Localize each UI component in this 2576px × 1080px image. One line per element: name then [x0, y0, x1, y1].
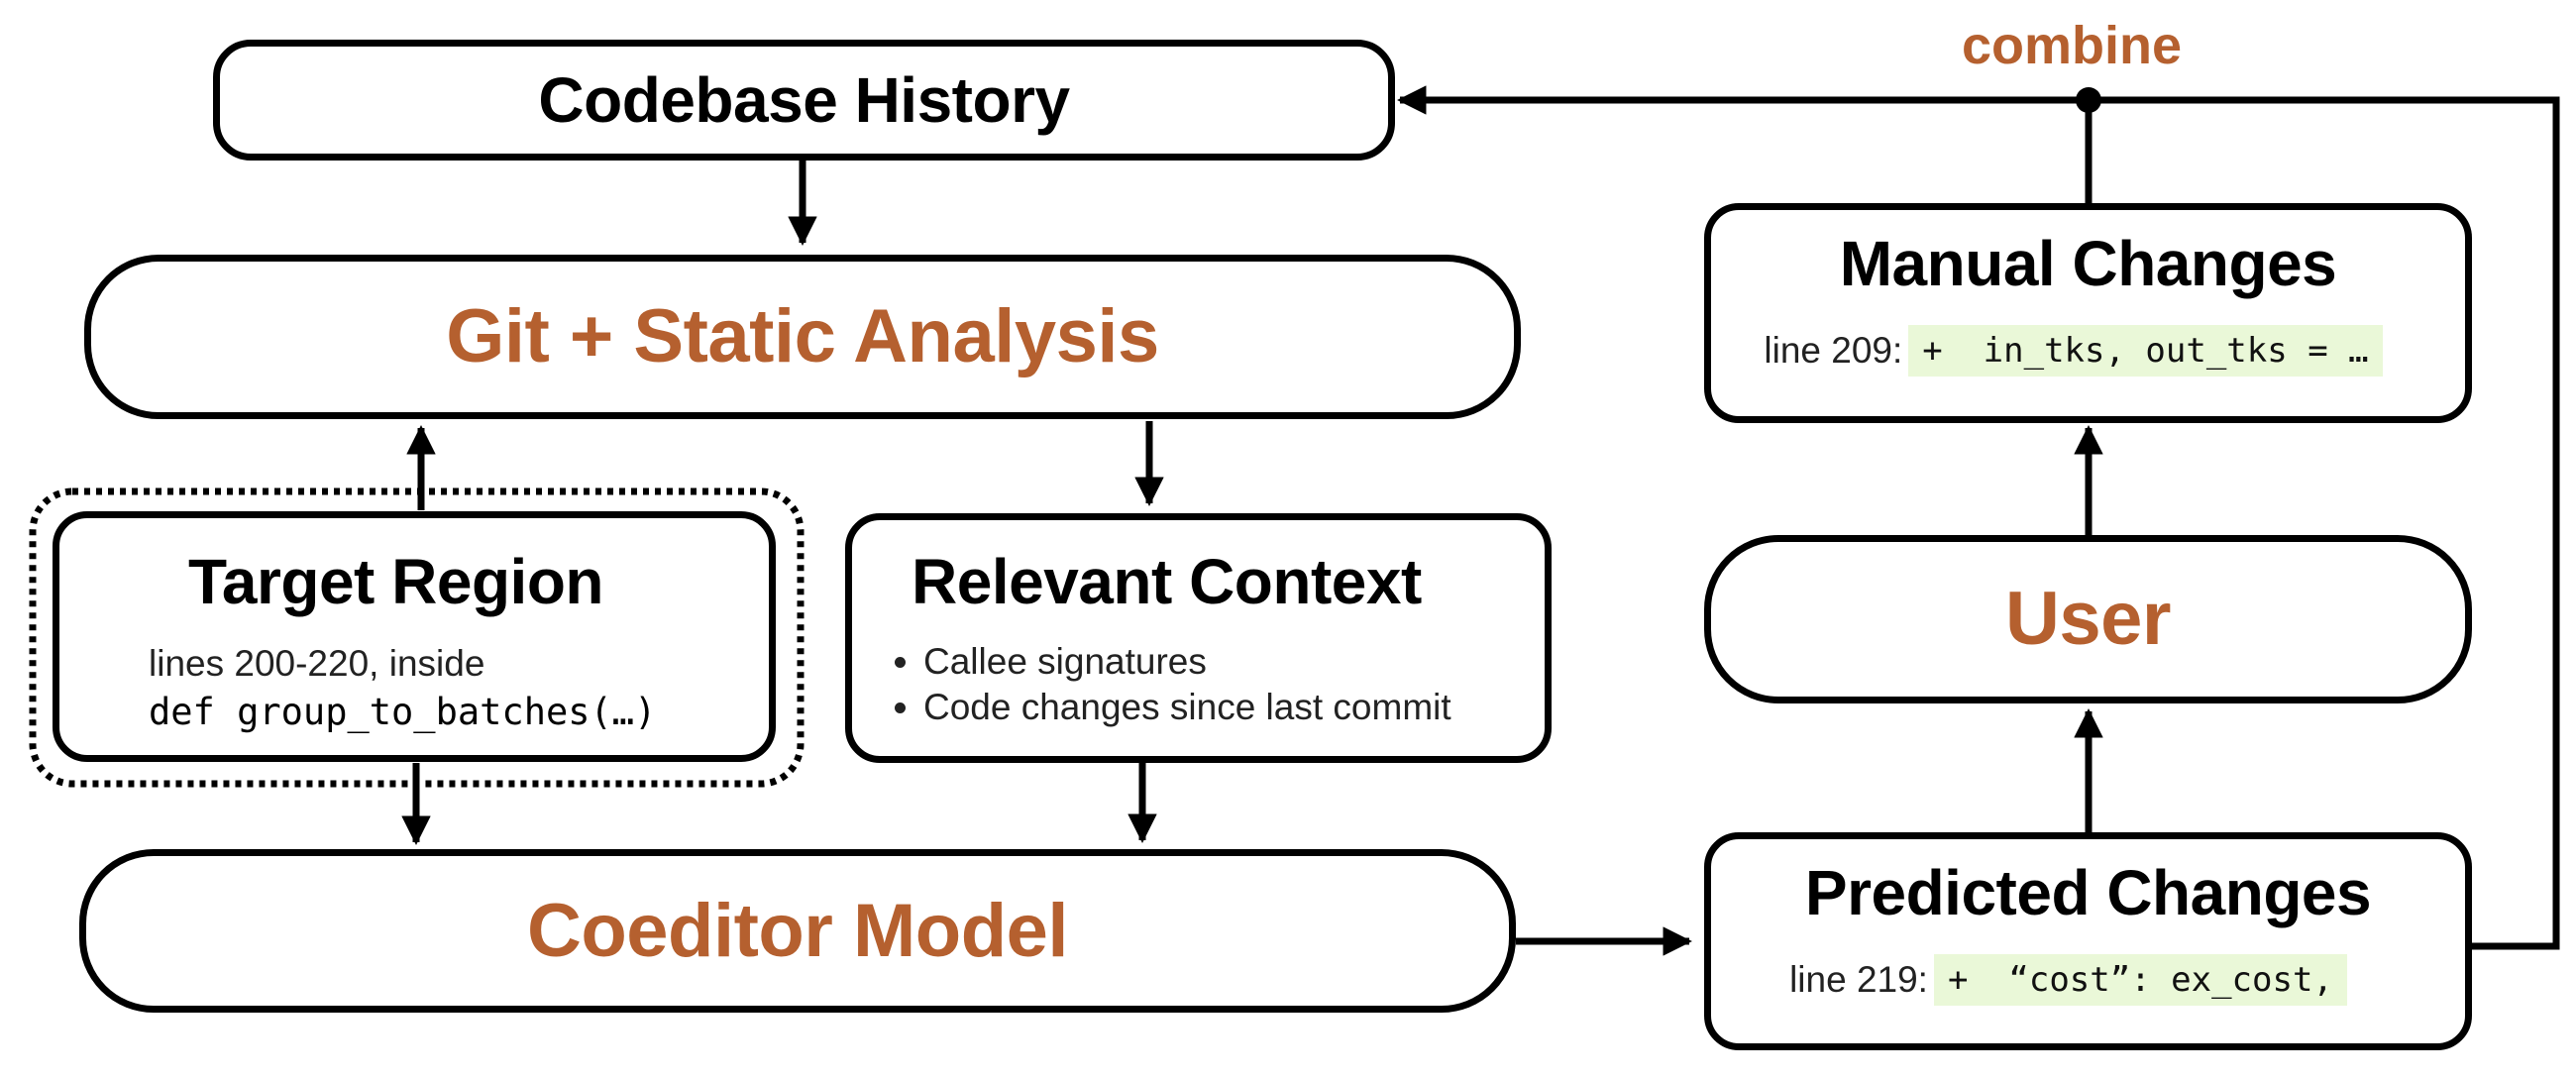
coeditor-model-title: Coeditor Model	[526, 888, 1069, 973]
relevant-context-list: Callee signatures Code changes since las…	[882, 639, 1545, 731]
predicted-changes-line-label: line 219:	[1789, 959, 1928, 1000]
context-item-callee-signatures: Callee signatures	[923, 639, 1545, 685]
user-title: User	[2005, 577, 2172, 661]
manual-changes-code: + in_tks, out_tks = …	[1908, 325, 2383, 377]
target-region-dotted-outline	[29, 487, 805, 788]
predicted-changes-box: Predicted Changes line 219: + “cost”: ex…	[1704, 832, 2472, 1050]
relevant-context-box: Relevant Context Callee signatures Code …	[845, 513, 1552, 763]
target-region-box: Target Region lines 200-220, inside def …	[53, 511, 776, 762]
user-box: User	[1704, 535, 2472, 703]
git-static-analysis-box: Git + Static Analysis	[84, 255, 1521, 419]
target-region-title: Target Region	[188, 546, 604, 617]
manual-changes-diff: line 209: + in_tks, out_tks = …	[1764, 325, 2383, 377]
combine-junction-dot	[2076, 87, 2101, 113]
predicted-changes-diff: line 219: + “cost”: ex_cost,	[1789, 954, 2347, 1006]
target-region-lines: lines 200-220, inside	[149, 643, 485, 684]
predicted-changes-title: Predicted Changes	[1804, 857, 2372, 928]
codebase-history-title: Codebase History	[538, 64, 1070, 136]
manual-changes-box: Manual Changes line 209: + in_tks, out_t…	[1704, 203, 2472, 423]
relevant-context-title: Relevant Context	[912, 546, 1422, 617]
manual-changes-line-label: line 209:	[1764, 330, 1903, 371]
target-region-function: def group_to_batches(…)	[149, 691, 657, 733]
coeditor-model-box: Coeditor Model	[79, 849, 1516, 1013]
predicted-changes-code: + “cost”: ex_cost,	[1933, 954, 2347, 1006]
manual-changes-title: Manual Changes	[1839, 228, 2337, 299]
codebase-history-box: Codebase History	[213, 40, 1395, 161]
combine-label: combine	[1962, 16, 2183, 75]
git-static-analysis-title: Git + Static Analysis	[446, 294, 1159, 378]
feedback-loop-line	[2089, 96, 2560, 950]
context-item-code-changes: Code changes since last commit	[923, 685, 1545, 730]
